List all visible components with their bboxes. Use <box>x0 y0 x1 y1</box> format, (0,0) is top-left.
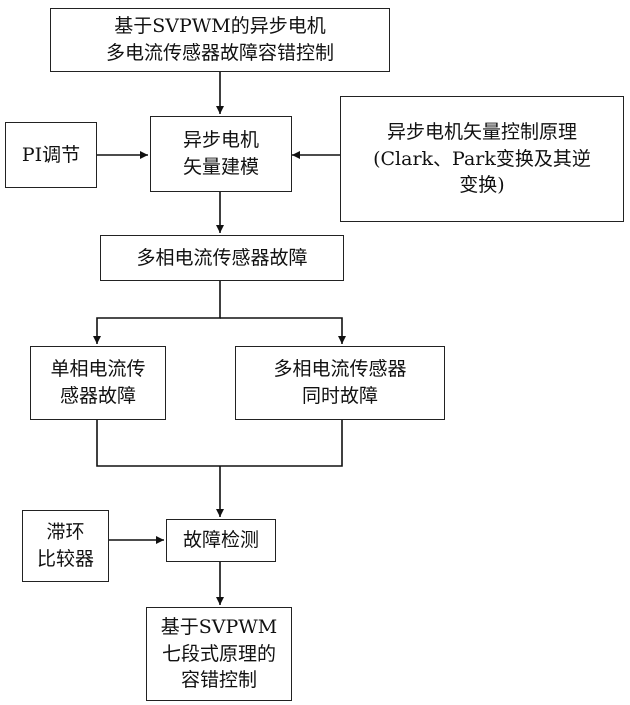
node-detect-line: 故障检测 <box>182 529 259 552</box>
node-principle-line: 异步电机矢量控制原理 <box>386 120 577 143</box>
node-hyst-line: 滞环 <box>46 521 85 544</box>
node-multi-fault-line: 多相电流传感器故障 <box>136 246 308 269</box>
node-hyst-line: 比较器 <box>36 548 94 570</box>
node-top-line: 基于SVPWM的异步电机 <box>114 15 326 38</box>
node-top-line: 多电流传感器故障容错控制 <box>105 42 334 64</box>
node-multi-fault: 多相电流传感器故障 <box>100 235 344 281</box>
edge-multi-fault-to-simul <box>220 317 346 344</box>
node-simul-line: 同时故障 <box>301 385 378 407</box>
node-simul: 多相电流传感器同时故障 <box>235 346 445 420</box>
edge-multi-fault-split <box>93 281 221 344</box>
node-model-line: 异步电机 <box>182 129 259 152</box>
node-bottom-line: 容错控制 <box>180 669 257 692</box>
node-single-line: 单相电流传 <box>50 358 146 381</box>
node-principle-line: 变换) <box>459 174 505 197</box>
node-principle-line: (Clark、Park变换及其逆 <box>373 147 591 170</box>
node-model-line: 矢量建模 <box>182 156 259 178</box>
node-pi: PI调节 <box>5 122 97 188</box>
node-bottom-line: 基于SVPWM <box>160 615 278 638</box>
node-detect: 故障检测 <box>166 519 276 562</box>
node-model: 异步电机矢量建模 <box>150 116 292 192</box>
node-single: 单相电流传感器故障 <box>30 346 166 420</box>
node-bottom-line: 七段式原理的 <box>161 642 276 665</box>
node-principle: 异步电机矢量控制原理 (Clark、Park变换及其逆变换) <box>340 96 624 222</box>
node-top: 基于SVPWM的异步电机多电流传感器故障容错控制 <box>50 8 390 72</box>
node-bottom: 基于SVPWM 七段式原理的容错控制 <box>146 607 292 701</box>
node-simul-line: 多相电流传感器 <box>273 358 407 381</box>
node-single-line: 感器故障 <box>59 385 136 407</box>
node-pi-line: PI调节 <box>21 143 81 166</box>
node-hyst: 滞环比较器 <box>22 510 109 582</box>
edge-single-to-detect <box>96 420 343 467</box>
